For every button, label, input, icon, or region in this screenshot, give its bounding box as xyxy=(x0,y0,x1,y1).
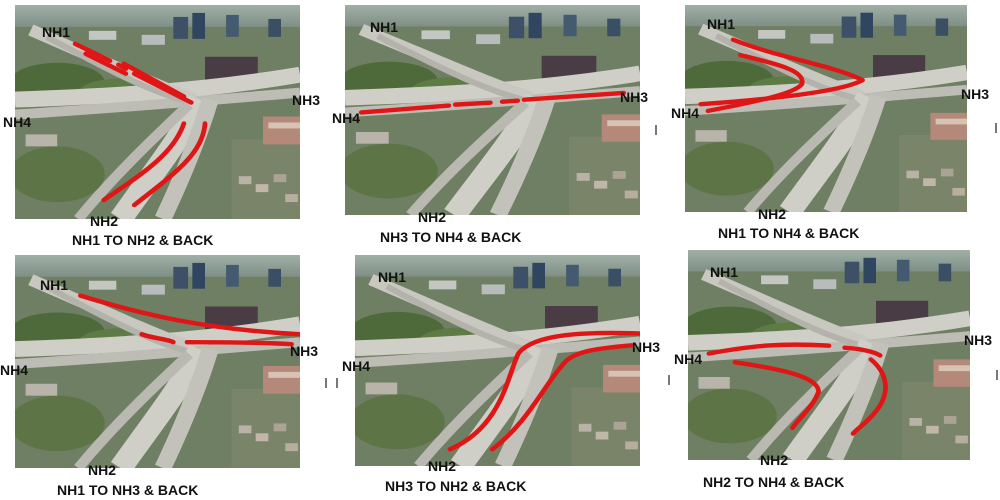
interchange-aerial-photo xyxy=(15,255,300,468)
panel-2-photo xyxy=(345,5,640,215)
caption: NH2 TO NH4 & BACK xyxy=(703,474,845,490)
route-overlay xyxy=(447,330,640,452)
panel-1-photo xyxy=(15,5,300,219)
label-nh4: NH4 xyxy=(342,358,371,374)
interchange-aerial-photo xyxy=(355,255,640,466)
label-nh1: NH1 xyxy=(707,16,736,32)
label-nh1: NH1 xyxy=(40,277,69,293)
caption: NH3 TO NH4 & BACK xyxy=(380,229,522,245)
label-nh3: NH3 xyxy=(620,89,649,105)
divider-mark xyxy=(995,123,997,133)
label-nh4: NH4 xyxy=(0,362,29,378)
interchange-aerial-photo xyxy=(15,5,300,219)
interchange-aerial-photo xyxy=(688,250,970,460)
label-nh4: NH4 xyxy=(671,105,700,121)
route-overlay xyxy=(78,293,300,347)
route-overlay xyxy=(72,41,208,208)
label-nh1: NH1 xyxy=(378,269,407,285)
caption: NH1 TO NH4 & BACK xyxy=(718,225,860,241)
interchange-aerial-photo xyxy=(345,5,640,215)
divider-mark xyxy=(668,375,670,385)
label-nh3: NH3 xyxy=(964,332,993,348)
label-nh3: NH3 xyxy=(292,92,321,108)
label-nh3: NH3 xyxy=(632,339,661,355)
panel-3-photo xyxy=(685,5,967,212)
route-overlay xyxy=(698,37,865,114)
label-nh3: NH3 xyxy=(290,343,319,359)
label-nh2: NH2 xyxy=(90,213,119,229)
label-nh2: NH2 xyxy=(758,206,787,222)
label-nh1: NH1 xyxy=(370,19,399,35)
panel-4-photo xyxy=(15,255,300,468)
divider-mark xyxy=(996,370,998,380)
label-nh4: NH4 xyxy=(674,351,703,367)
caption: NH1 TO NH3 & BACK xyxy=(57,482,199,498)
divider-mark xyxy=(325,378,327,388)
panel-6-photo xyxy=(688,250,970,460)
route-overlay xyxy=(706,342,888,436)
label-nh2: NH2 xyxy=(428,458,457,474)
divider-mark xyxy=(336,378,338,388)
caption: NH3 TO NH2 & BACK xyxy=(385,478,527,494)
label-nh3: NH3 xyxy=(961,86,990,102)
label-nh4: NH4 xyxy=(3,114,32,130)
label-nh1: NH1 xyxy=(710,264,739,280)
route-overlay xyxy=(358,90,627,115)
interchange-aerial-photo xyxy=(685,5,967,212)
label-nh2: NH2 xyxy=(88,462,117,478)
label-nh2: NH2 xyxy=(760,452,789,468)
divider-mark xyxy=(655,125,657,135)
label-nh4: NH4 xyxy=(332,110,361,126)
caption: NH1 TO NH2 & BACK xyxy=(72,232,214,248)
panel-5-photo xyxy=(355,255,640,466)
label-nh1: NH1 xyxy=(42,24,71,40)
label-nh2: NH2 xyxy=(418,209,447,225)
